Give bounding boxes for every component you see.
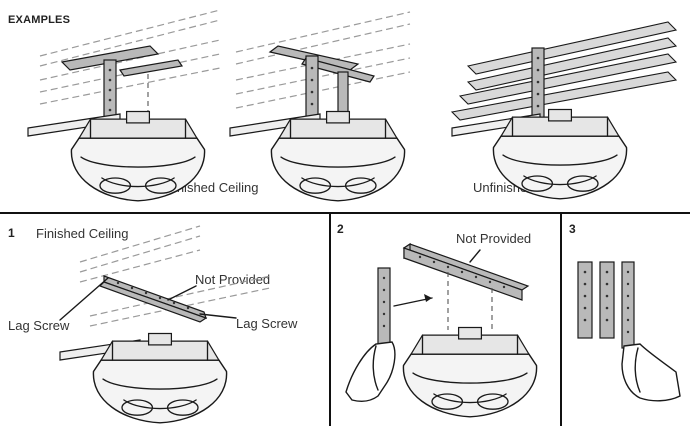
panel-1-illustration xyxy=(59,225,271,424)
callout-lag-screw-right: Lag Screw xyxy=(236,316,298,331)
panel-1-number: 1 xyxy=(8,226,15,240)
callout-lag-screw-left: Lag Screw xyxy=(8,318,70,333)
divider-panel-1-2 xyxy=(329,212,331,426)
horizontal-divider xyxy=(0,212,690,214)
panel-2-illustration xyxy=(345,242,538,418)
panel-3-illustration xyxy=(577,261,681,402)
panel-2-number: 2 xyxy=(337,222,344,236)
panel-3-number: 3 xyxy=(569,222,576,236)
examples-heading: EXAMPLES xyxy=(8,14,71,26)
example-finished-ceiling-b xyxy=(229,11,411,202)
divider-panel-2-3 xyxy=(560,212,562,426)
example-unfinished-ceiling xyxy=(450,21,678,200)
callout-not-provided-1: Not Provided xyxy=(195,272,271,287)
callout-not-provided-2: Not Provided xyxy=(456,231,532,246)
example-finished-ceiling-a xyxy=(27,9,221,202)
panel-1-title: Finished Ceiling xyxy=(36,226,129,241)
